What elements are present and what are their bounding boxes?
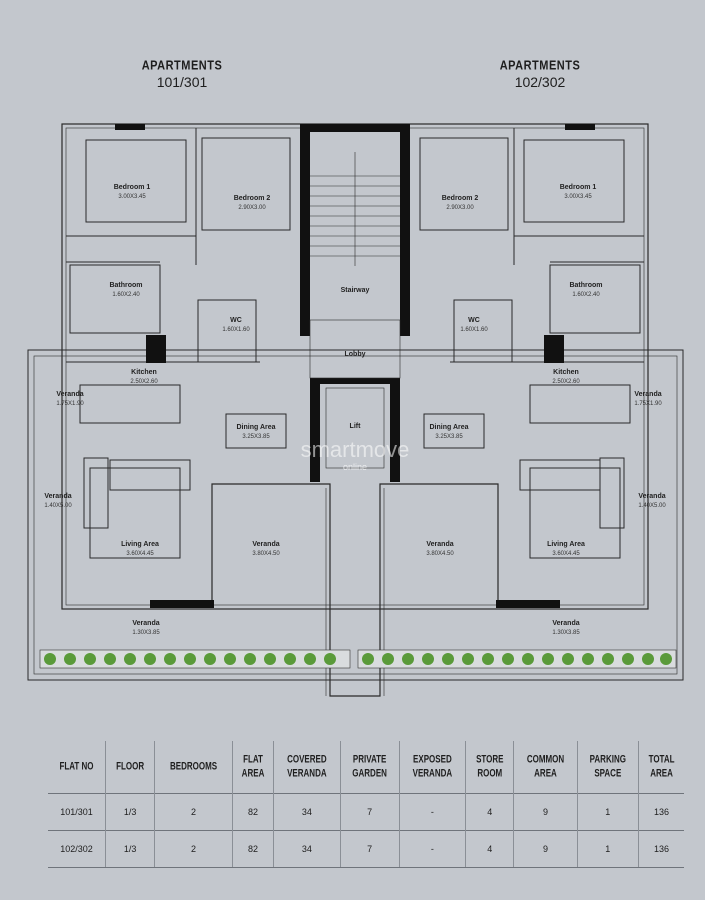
apartment-title-left: APARTMENTS 101/301	[102, 58, 262, 90]
table-cell: 102/302	[48, 830, 106, 868]
room-dim: 1.75X1.90	[634, 401, 662, 407]
table-cell: 2	[154, 793, 233, 831]
room-dim: 3.80X4.50	[252, 551, 280, 557]
stairway-label: Stairway	[341, 287, 370, 294]
room-dim: 3.60X4.45	[126, 551, 154, 557]
table-cell: 4	[465, 793, 515, 831]
table-cell: 1	[577, 830, 640, 868]
table-cell: 136	[638, 793, 684, 831]
room-dim: 1.30X3.85	[552, 630, 580, 636]
room-label: Veranda	[638, 493, 665, 500]
room-dim: 3.00X3.45	[564, 194, 592, 200]
room-label: Living Area	[547, 541, 585, 548]
room-label: Bedroom 1	[114, 184, 151, 191]
watermark-sub: online	[343, 462, 367, 472]
room-dim: 3.25X3.85	[435, 434, 463, 440]
column-header: FLOOR	[105, 741, 156, 794]
apartment-title-right: APARTMENTS 102/302	[460, 58, 620, 90]
room-dim: 1.40X5.00	[638, 503, 666, 509]
room-dim: 3.60X4.45	[552, 551, 580, 557]
room-label: WC	[230, 317, 242, 324]
room-label: Veranda	[44, 493, 71, 500]
apartment-units: 101/301	[156, 74, 208, 90]
room-label: Dining Area	[236, 424, 275, 431]
table-cell: 2	[154, 830, 233, 868]
column-header: BEDROOMS	[154, 741, 233, 794]
apartment-heading: APARTMENTS	[499, 58, 581, 74]
room-label: Kitchen	[553, 369, 579, 376]
room-label: WC	[468, 317, 480, 324]
room-dim: 1.40X5.00	[44, 503, 72, 509]
room-label: Veranda	[634, 391, 661, 398]
table-cell: 1/3	[105, 830, 156, 868]
room-label: Living Area	[121, 541, 159, 548]
room-label: Bathroom	[569, 282, 602, 289]
room-dim: 1.60X2.40	[572, 292, 600, 298]
room-label: Bedroom 2	[234, 195, 271, 202]
apartment-units: 102/302	[514, 74, 566, 90]
lobby-label: Lobby	[345, 351, 366, 358]
room-label: Bedroom 1	[560, 184, 597, 191]
table-cell: 82	[232, 830, 275, 868]
room-label: Veranda	[132, 620, 159, 627]
table-cell: 4	[465, 830, 515, 868]
room-dim: 2.90X3.00	[446, 205, 474, 211]
room-label: Bedroom 2	[442, 195, 479, 202]
room-label: Bathroom	[109, 282, 142, 289]
table-cell: 7	[340, 830, 400, 868]
room-dim: 2.90X3.00	[238, 205, 266, 211]
table-cell: 101/301	[48, 793, 106, 831]
plant-strip	[39, 649, 677, 669]
apartment-heading: APARTMENTS	[141, 58, 223, 74]
room-label: Veranda	[252, 541, 279, 548]
room-dim: 3.00X3.45	[118, 194, 146, 200]
room-dim: 1.60X1.60	[222, 327, 250, 333]
room-label: Kitchen	[131, 369, 157, 376]
table-cell: -	[399, 793, 467, 831]
table-cell: 1	[577, 793, 640, 831]
table-cell: 9	[513, 830, 578, 868]
room-label: Veranda	[426, 541, 453, 548]
room-label: Dining Area	[429, 424, 468, 431]
table-cell: 1/3	[105, 793, 156, 831]
room-dim: 2.50X2.60	[552, 379, 580, 385]
table-cell: 82	[232, 793, 275, 831]
room-dim: 3.25X3.85	[242, 434, 270, 440]
lift-label: Lift	[350, 423, 362, 430]
room-dim: 2.50X2.60	[130, 379, 158, 385]
room-dim: 3.80X4.50	[426, 551, 454, 557]
column-header: FLAT NO	[48, 741, 106, 794]
room-dim: 1.60X1.60	[460, 327, 488, 333]
room-dim: 1.75X1.90	[56, 401, 84, 407]
room-dim: 1.30X3.85	[132, 630, 160, 636]
watermark-brand: smartmove	[301, 437, 410, 462]
table-cell: 34	[273, 830, 341, 868]
table-cell: -	[399, 830, 467, 868]
table-cell: 34	[273, 793, 341, 831]
floor-plan: Bedroom 1 3.00X3.45 Bedroom 2 2.90X3.00 …	[27, 123, 684, 697]
room-label: Veranda	[56, 391, 83, 398]
room-label: Veranda	[552, 620, 579, 627]
table-cell: 7	[340, 793, 400, 831]
table-cell: 136	[638, 830, 684, 868]
table-cell: 9	[513, 793, 578, 831]
room-dim: 1.60X2.40	[112, 292, 140, 298]
